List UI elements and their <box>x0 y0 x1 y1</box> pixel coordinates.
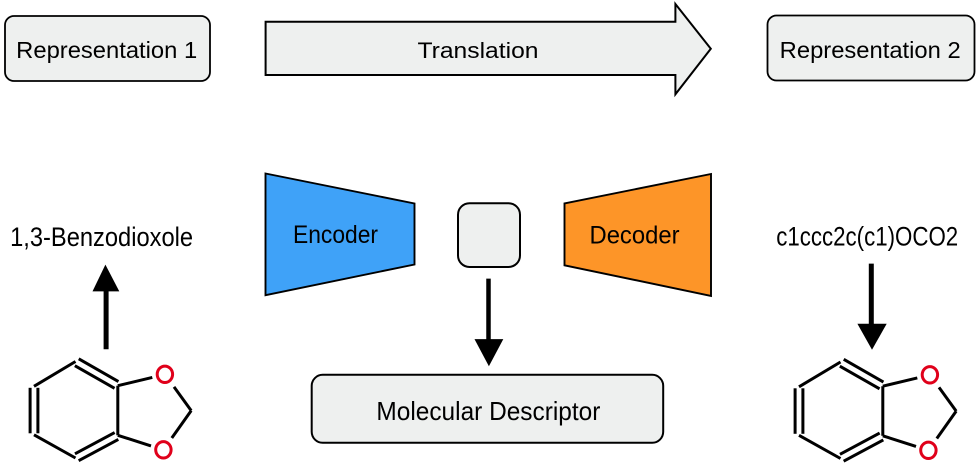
svg-text:Molecular Descriptor: Molecular Descriptor <box>376 396 600 426</box>
svg-text:Decoder: Decoder <box>590 222 680 250</box>
svg-text:Encoder: Encoder <box>293 221 378 249</box>
svg-text:Representation 2: Representation 2 <box>780 37 961 63</box>
svg-text:Representation 1: Representation 1 <box>16 37 197 63</box>
svg-text:1,3-Benzodioxole: 1,3-Benzodioxole <box>10 222 193 252</box>
svg-text:Translation: Translation <box>418 38 539 63</box>
svg-text:c1ccc2c(c1)OCO2: c1ccc2c(c1)OCO2 <box>776 222 958 252</box>
